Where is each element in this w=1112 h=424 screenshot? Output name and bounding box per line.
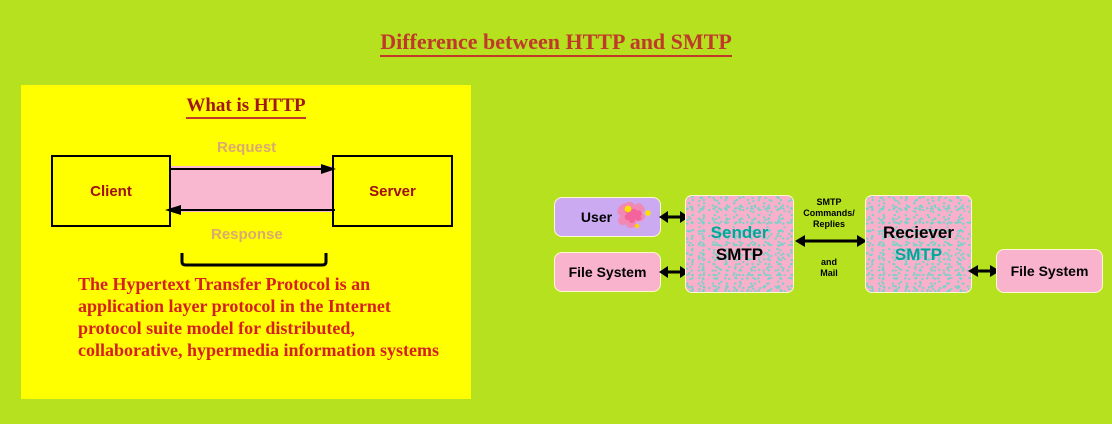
file-system-right-box: File System [997,250,1102,292]
sender-smtp-box: Sender SMTP [686,196,793,292]
receiver-smtp-label-line1: Reciever [883,223,954,242]
http-panel-heading: What is HTTP [21,95,471,119]
brace-icon [180,253,328,267]
receiver-smtp-label-line2: SMTP [894,245,943,264]
page-title: Difference between HTTP and SMTP [0,29,1112,57]
response-label: Response [211,226,283,243]
smtp-commands-replies-label: SMTP Commands/ Replies [803,197,855,229]
http-channel-block [169,166,332,212]
client-box: Client [51,155,171,227]
server-label: Server [369,182,416,200]
request-label: Request [217,139,277,156]
page-title-text: Difference between HTTP and SMTP [380,29,732,57]
file-system-left-label: File System [568,264,647,280]
receiver-to-filesystem-arrow-icon [968,265,1000,277]
receiver-smtp-box: Reciever SMTP [866,196,971,292]
request-arrow-icon [169,164,336,174]
http-description: The Hypertext Transfer Protocol is an ap… [78,274,439,360]
sender-smtp-label-line1: Sender [710,223,769,242]
user-label: User [580,209,613,225]
sender-receiver-arrow-icon [795,235,867,247]
and-mail-label: and Mail [820,257,838,278]
user-to-sender-arrow-icon [659,211,689,223]
client-label: Client [90,182,132,200]
file-system-left-box: File System [555,253,660,291]
server-box: Server [332,155,453,227]
response-arrow-icon [165,205,335,215]
sender-smtp-label-line2: SMTP [715,245,764,264]
flower-decoration-icon [617,201,651,229]
http-panel: What is HTTP Client Server Request Respo… [21,85,471,399]
user-box: User [555,198,660,236]
http-panel-heading-text: What is HTTP [186,95,306,119]
file-system-right-label: File System [1010,263,1089,279]
filesystem-to-sender-arrow-icon [659,266,689,278]
